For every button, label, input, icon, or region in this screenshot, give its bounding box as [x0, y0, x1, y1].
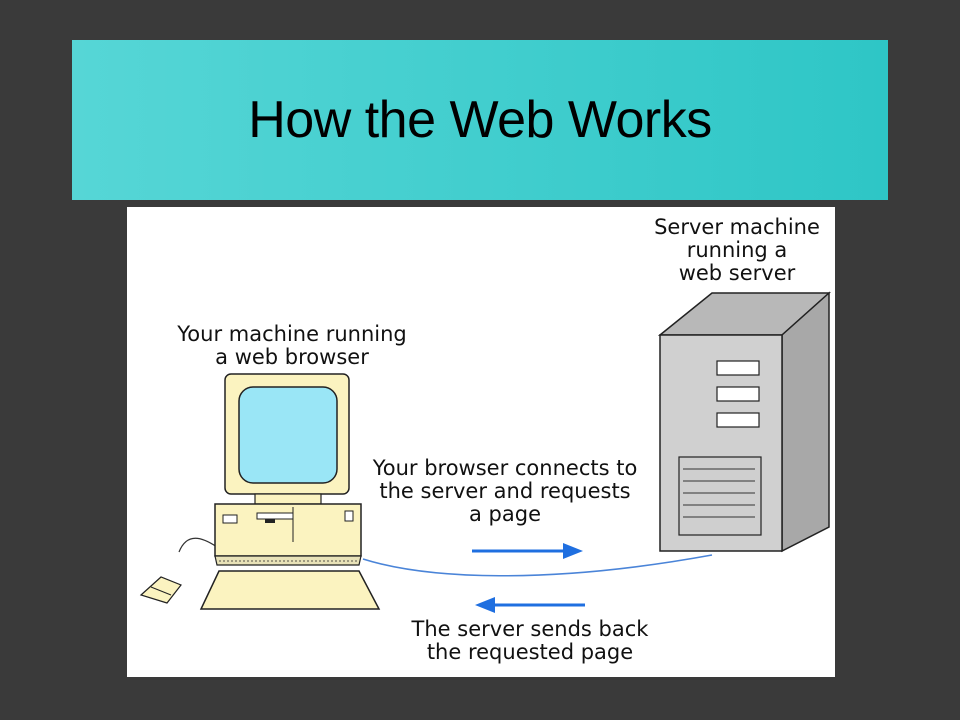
network-cable — [362, 554, 713, 577]
web-diagram: Your machine running a web browser Serve… — [127, 207, 835, 677]
client-label: Your machine running a web browser — [177, 322, 407, 369]
response-arrow-icon — [475, 597, 585, 613]
server-tower-icon — [657, 291, 831, 553]
server-label: Server machine running a web server — [654, 215, 820, 285]
request-arrow-icon — [472, 543, 583, 559]
client-computer-icon — [199, 373, 381, 610]
title-banner: How the Web Works — [72, 40, 888, 200]
diagram-illustration — [139, 291, 831, 613]
page-title: How the Web Works — [248, 91, 712, 149]
response-label: The server sends back the requested page — [411, 617, 649, 664]
request-label: Your browser connects to the server and … — [372, 456, 638, 526]
mouse-icon — [139, 537, 218, 604]
